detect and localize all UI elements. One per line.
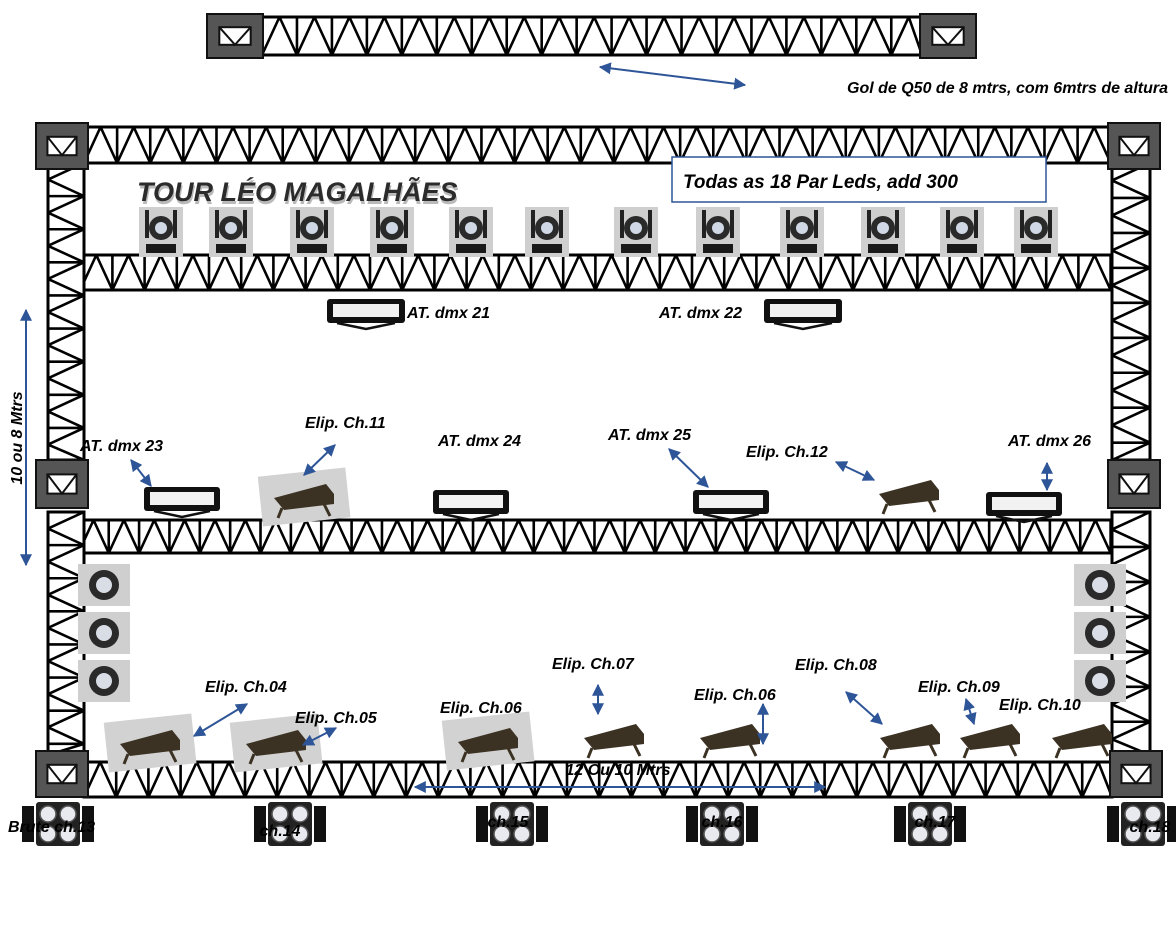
pointer-arrow xyxy=(301,727,338,746)
horizontal-truss xyxy=(46,253,1152,292)
goal-post-note: Gol de Q50 de 8 mtrs, com 6mtrs de altur… xyxy=(847,80,1168,97)
atomic-label: AT. dmx 26 xyxy=(1007,433,1091,450)
ellipsoidal-spot-icon xyxy=(879,480,939,515)
par-can-icon xyxy=(1074,612,1126,654)
horizontal-truss xyxy=(260,15,924,57)
ellipsoidal-spot-icon xyxy=(1052,724,1112,759)
moving-head-icon xyxy=(861,207,905,257)
moving-head-icon xyxy=(940,207,984,257)
moving-head-icon xyxy=(525,207,569,257)
pointer-arrow xyxy=(303,444,336,476)
moving-head-icon xyxy=(614,207,658,257)
ellipsoidal-label: Elip. Ch.12 xyxy=(746,444,828,461)
vertical-truss xyxy=(1110,161,1152,462)
pointer-arrow xyxy=(598,62,747,90)
pointer-arrow xyxy=(845,691,883,725)
ellipsoidal-spot-icon xyxy=(103,713,197,773)
strobe-icon xyxy=(144,487,220,519)
four-lite-blinder-icon xyxy=(22,802,94,846)
atomic-label: AT. dmx 21 xyxy=(406,305,490,322)
ellipsoidal-label: Elip. Ch.04 xyxy=(205,679,287,696)
brute-label: Brute ch.13 xyxy=(8,819,95,836)
strobe-icon xyxy=(433,490,509,522)
par-can-icon xyxy=(1074,564,1126,606)
ellipsoidal-spot-icon xyxy=(880,724,940,759)
ellipsoidal-spot-icon xyxy=(257,467,351,527)
ellipsoidal-label: Elip. Ch.06 xyxy=(694,687,776,704)
pointer-arrow xyxy=(963,697,977,726)
atomic-label: AT. dmx 24 xyxy=(437,433,521,450)
brute-label: ch.16 xyxy=(702,814,743,831)
moving-head-icon xyxy=(209,207,253,257)
ellipsoidal-spot-icon xyxy=(584,724,644,759)
strobe-icon xyxy=(327,299,405,331)
strobe-icon xyxy=(986,492,1062,524)
par-can-icon xyxy=(78,612,130,654)
brute-label: ch.15 xyxy=(488,814,530,831)
ellipsoidal-spot-icon xyxy=(441,711,535,771)
width-note: 12 Ou 10 Mtrs xyxy=(566,762,671,779)
truss-corner-blocks xyxy=(35,13,1163,798)
par-led-note: Todas as 18 Par Leds, add 300 xyxy=(683,172,958,193)
ellipsoidal-label: Elip. Ch.06 xyxy=(440,700,522,717)
truss-corner-block xyxy=(35,459,89,509)
moving-head-icon xyxy=(696,207,740,257)
brute-label: ch.17 xyxy=(915,814,957,831)
moving-head-icon xyxy=(290,207,334,257)
pointer-arrow xyxy=(668,448,709,488)
ellipsoidal-label: Elip. Ch.10 xyxy=(999,697,1081,714)
moving-head-icon xyxy=(1014,207,1058,257)
ellipsoidal-spot-icon xyxy=(229,713,323,773)
atomic-label: AT. dmx 22 xyxy=(658,305,742,322)
four-lite-blinder-icon xyxy=(476,802,548,846)
show-title: TOUR LÉO MAGALHÃES xyxy=(138,179,459,210)
ellipsoidal-label: Elip. Ch.08 xyxy=(795,657,877,674)
par-can-icon xyxy=(1074,660,1126,702)
ellipsoidal-spot-icon xyxy=(700,724,760,759)
par-can-icon xyxy=(78,660,130,702)
par-led-note-box xyxy=(671,156,1047,203)
pointer-arrows xyxy=(20,62,1053,793)
strobe-icon xyxy=(693,490,769,522)
height-note: 10 ou 8 Mtrs xyxy=(9,391,26,484)
ellipsoidal-label: Elip. Ch.05 xyxy=(295,710,378,727)
par-can-icon xyxy=(78,564,130,606)
ellipsoidal-label: Elip. Ch.11 xyxy=(305,415,386,432)
show-title: TOUR LÉO MAGALHÃES xyxy=(137,176,458,207)
four-lite-blinder-icon xyxy=(1107,802,1176,846)
moving-head-icon xyxy=(139,207,183,257)
truss-corner-block xyxy=(1107,459,1161,509)
truss-corner-block xyxy=(1109,750,1163,798)
four-lite-blinder-icon xyxy=(894,802,966,846)
ellipsoidal-label: Elip. Ch.07 xyxy=(552,656,635,673)
truss-corner-block xyxy=(919,13,977,59)
atomic-label: AT. dmx 23 xyxy=(79,438,163,455)
horizontal-truss xyxy=(46,518,1152,555)
four-lite-blinder-icon xyxy=(254,802,326,846)
four-lite-blinder-icon xyxy=(686,802,758,846)
atomic-label: AT. dmx 25 xyxy=(607,427,692,444)
truss-corner-block xyxy=(35,750,89,798)
pointer-arrow xyxy=(834,461,876,481)
ellipsoidal-label: Elip. Ch.09 xyxy=(918,679,1000,696)
truss-corner-block xyxy=(35,122,89,170)
truss-corner-block xyxy=(206,13,264,59)
moving-head-icon xyxy=(780,207,824,257)
moving-head-icon xyxy=(449,207,493,257)
truss-corner-block xyxy=(1107,122,1161,170)
strobe-icon xyxy=(764,299,842,331)
pointer-arrow xyxy=(192,703,249,737)
brute-label: ch.14 xyxy=(260,823,301,840)
ellipsoidal-spot-icon xyxy=(960,724,1020,759)
brute-label: ch.18 xyxy=(1130,819,1171,836)
moving-head-icon xyxy=(370,207,414,257)
pointer-arrow xyxy=(130,459,152,487)
fixtures xyxy=(22,207,1176,846)
vertical-truss xyxy=(46,161,86,462)
